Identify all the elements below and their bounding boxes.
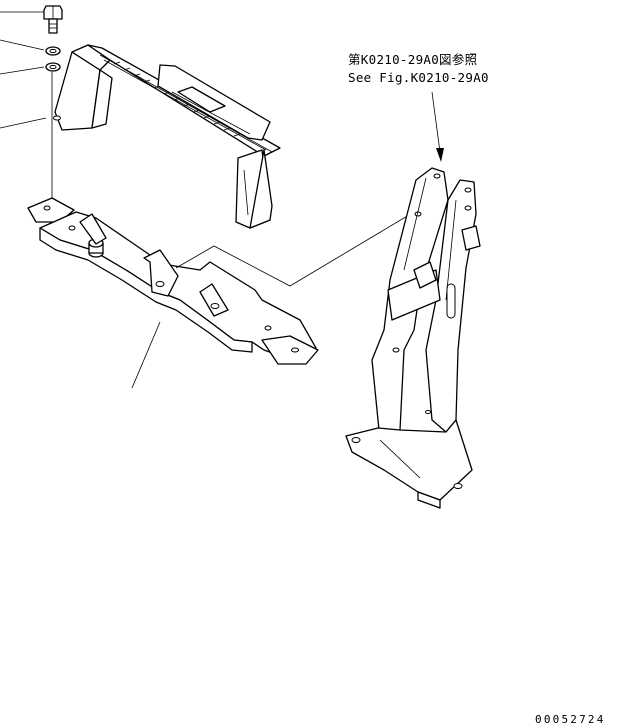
reference-arrow — [431, 91, 444, 162]
washer-icon — [45, 46, 61, 56]
leader-line-washer-1 — [0, 39, 45, 51]
leader-line-frame — [131, 321, 161, 389]
reference-note-ja: 第K0210-29A0図参照 — [348, 52, 477, 67]
bracket-icon — [53, 44, 281, 229]
reference-note-en: See Fig.K0210-29A0 — [348, 70, 489, 85]
callout-leaders — [0, 11, 161, 389]
column-icon — [345, 167, 481, 509]
washer-icon — [45, 62, 61, 72]
leader-line-bracket — [0, 117, 47, 129]
connection-line — [175, 211, 415, 287]
bolt-icon — [43, 5, 63, 34]
drawing-code: 00052724 — [535, 713, 606, 726]
frame-icon — [27, 197, 319, 365]
leader-line-washer-2 — [0, 66, 45, 75]
